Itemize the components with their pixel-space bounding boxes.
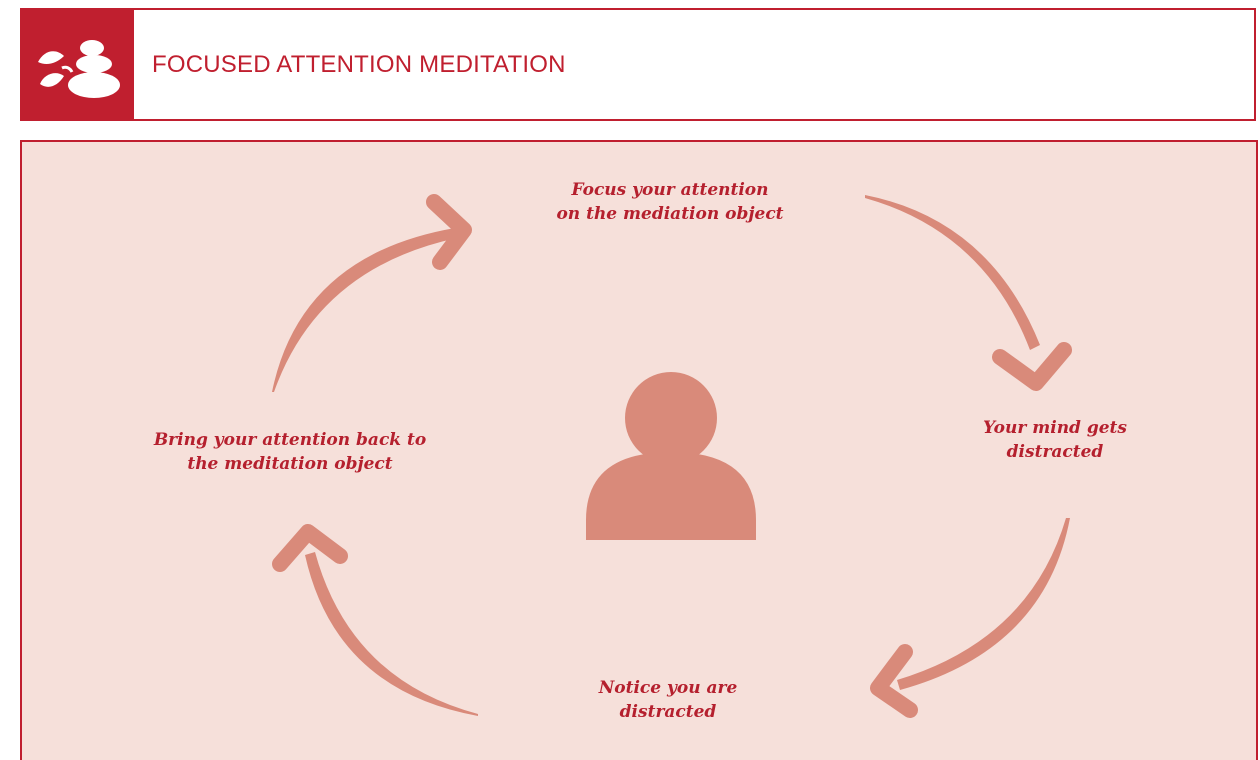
arrowhead-bring-to-focus — [426, 194, 472, 270]
arrow-notice-to-bring — [305, 552, 478, 716]
arrowhead-distracted-to-notice — [870, 644, 918, 718]
arrow-bring-to-focus — [272, 228, 457, 392]
arrowhead-focus-to-distracted — [992, 342, 1072, 391]
header-bar: FOCUSED ATTENTION MEDITATION — [20, 8, 1256, 121]
meditation-stones-icon — [38, 40, 120, 98]
page-title: FOCUSED ATTENTION MEDITATION — [152, 51, 566, 78]
arrow-focus-to-distracted — [865, 195, 1040, 350]
person-icon — [586, 372, 756, 540]
logo-box — [22, 10, 134, 119]
arrowhead-notice-to-bring — [272, 524, 348, 572]
step-focus-label: Focus your attention on the mediation ob… — [556, 180, 784, 224]
step-distracted-label: Your mind gets distracted — [983, 418, 1127, 462]
step-notice-label: Notice you are distracted — [598, 678, 738, 722]
step-bring-back-label: Bring your attention back to the meditat… — [153, 430, 427, 474]
arrow-distracted-to-notice — [897, 518, 1070, 690]
